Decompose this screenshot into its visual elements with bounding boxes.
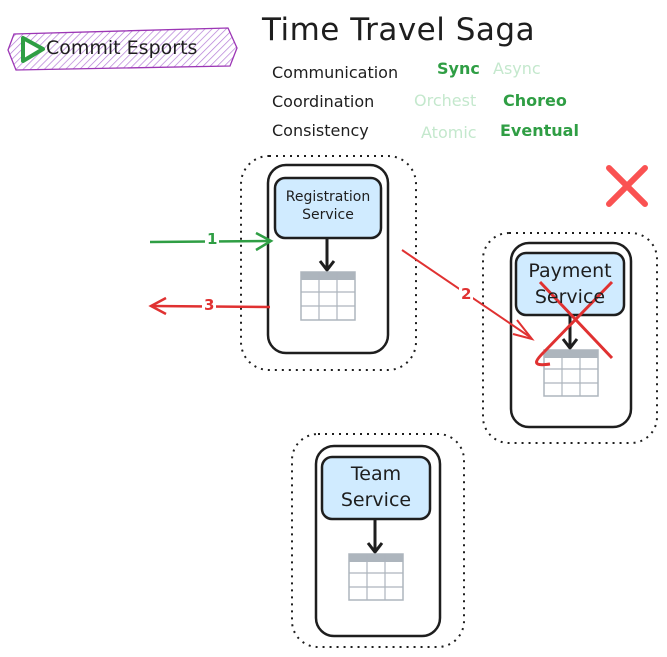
registration-database-icon bbox=[300, 271, 356, 321]
option-eventual: Eventual bbox=[500, 121, 579, 140]
payment-failure-cross-icon bbox=[535, 280, 614, 367]
option-orchest: Orchest bbox=[414, 91, 477, 110]
dimension-label-communication: Communication bbox=[272, 63, 399, 82]
team-bounding-box bbox=[291, 433, 465, 648]
step-2-label: 2 bbox=[459, 285, 474, 303]
team-service-box bbox=[320, 455, 432, 521]
team-service-label-line2: Service bbox=[340, 488, 412, 511]
registration-db-arrowhead bbox=[318, 260, 336, 273]
dimension-label-consistency: Consistency bbox=[272, 121, 369, 140]
logo-text: Commit Esports bbox=[46, 37, 198, 59]
team-service-label-line1: Team bbox=[350, 463, 402, 485]
logo-badge bbox=[7, 27, 238, 71]
team-service-group bbox=[291, 433, 465, 648]
payment-database-icon bbox=[543, 349, 599, 397]
option-sync: Sync bbox=[437, 59, 480, 78]
option-choreo: Choreo bbox=[503, 91, 567, 110]
dimension-label-coordination: Coordination bbox=[272, 92, 375, 111]
team-service-label: Team Service bbox=[322, 462, 430, 513]
registration-service-label-line2: Service bbox=[302, 206, 354, 223]
step-3-label: 3 bbox=[202, 296, 217, 314]
registration-service-label: Registration Service bbox=[275, 189, 381, 224]
registration-service-box bbox=[273, 176, 383, 240]
play-icon bbox=[21, 36, 45, 63]
option-atomic: Atomic bbox=[421, 123, 477, 142]
logo-shape bbox=[7, 27, 238, 71]
team-db-arrowhead bbox=[366, 542, 384, 555]
payment-db-arrowhead bbox=[561, 338, 579, 351]
step-1-label: 1 bbox=[205, 230, 220, 248]
failure-x-icon bbox=[606, 165, 648, 207]
option-async: Async bbox=[493, 59, 541, 78]
team-database-icon bbox=[348, 553, 404, 601]
payment-service-label-line2: Service bbox=[534, 285, 606, 308]
payment-service-label-line1: Payment bbox=[528, 260, 612, 282]
registration-service-group bbox=[240, 155, 417, 371]
page-title: Time Travel Saga bbox=[262, 12, 536, 48]
payment-bounding-box bbox=[482, 232, 658, 444]
registration-service-label-line1: Registration bbox=[285, 189, 371, 205]
payment-service-label: Payment Service bbox=[516, 259, 624, 310]
